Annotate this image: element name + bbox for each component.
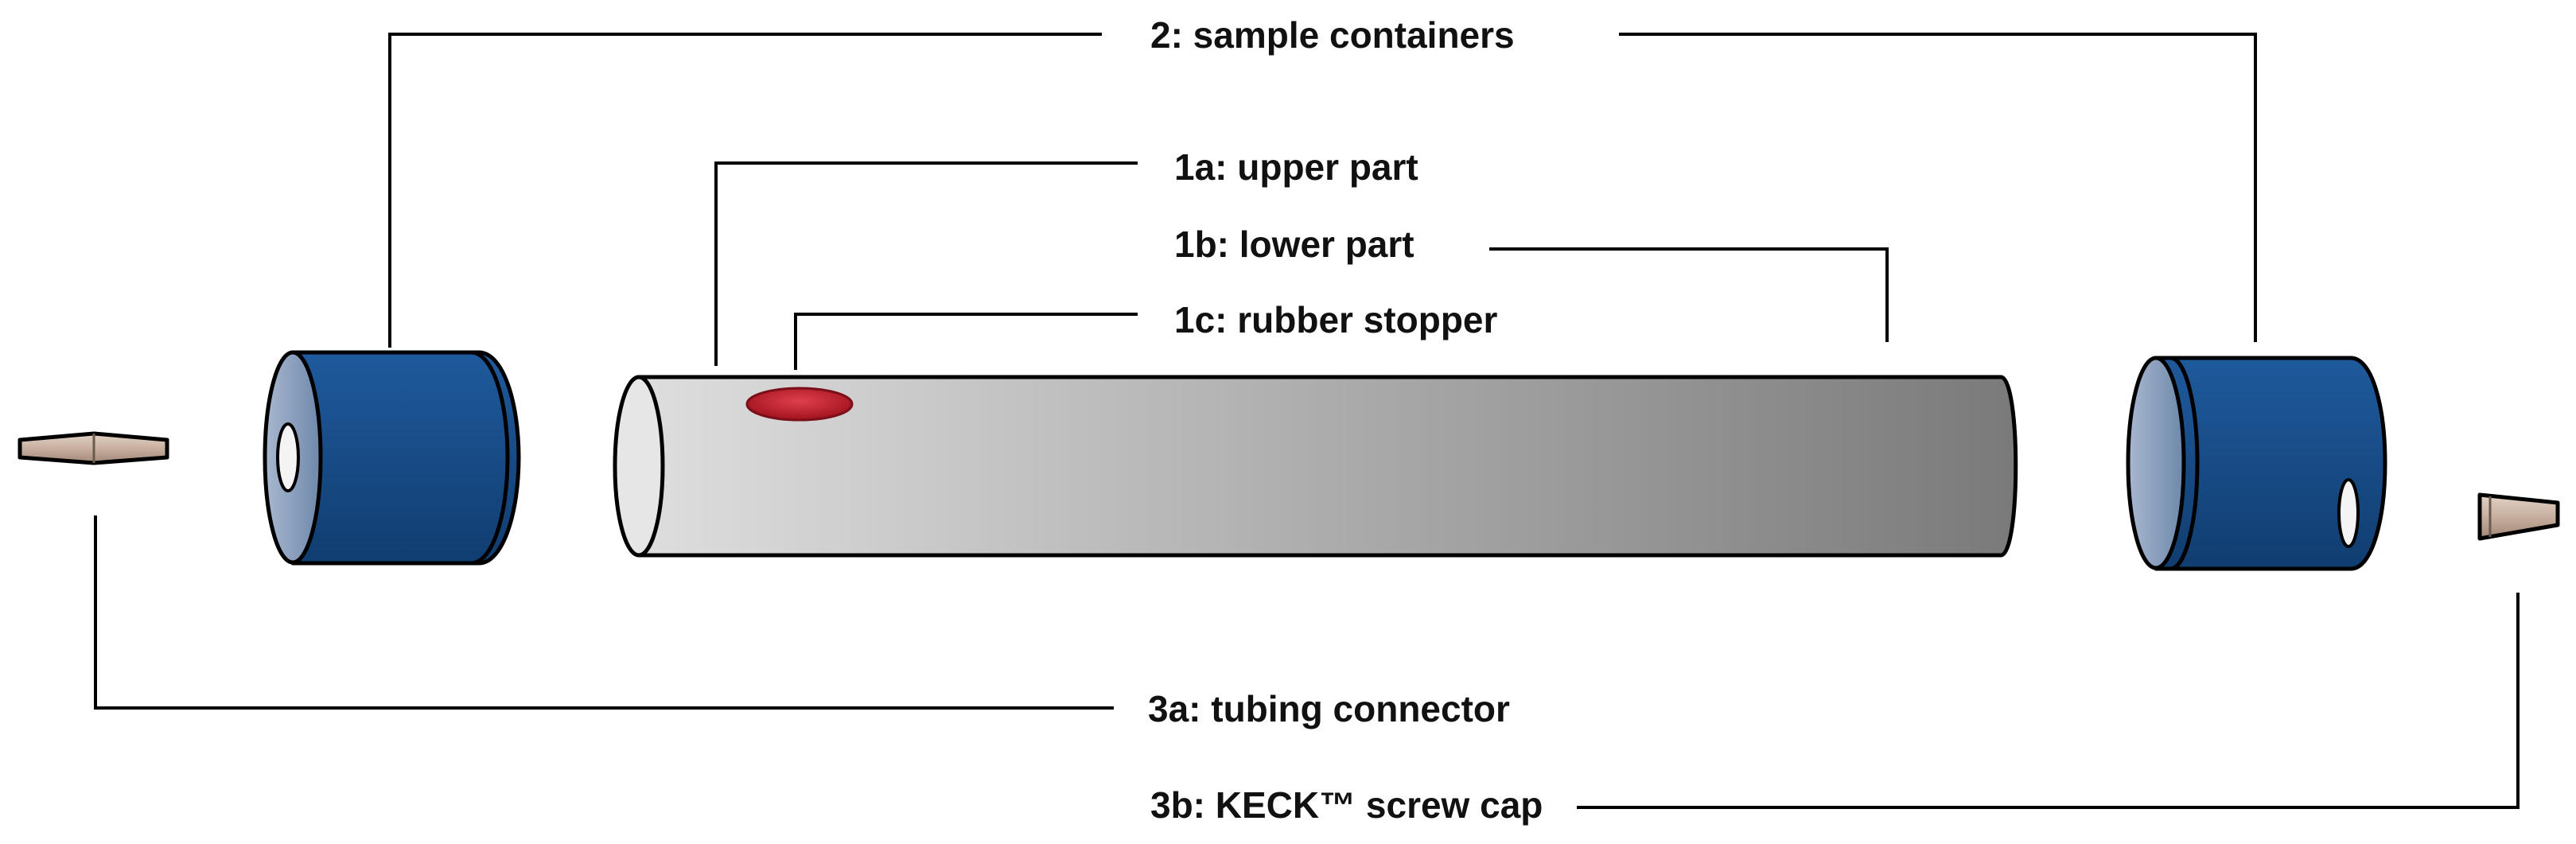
rubber-stopper-illustration <box>745 387 854 422</box>
sample-container-left-illustration <box>263 350 521 566</box>
tubing-connector-illustration <box>18 431 169 465</box>
leader-sample-container-left <box>388 33 1102 348</box>
leader-rubber-stopper <box>794 313 1138 370</box>
leader-tubing-connector <box>94 515 1114 710</box>
label-sample-containers: 2: sample containers <box>1150 14 1515 56</box>
leader-upper-part <box>714 161 1138 366</box>
label-tubing-connector: 3a: tubing connector <box>1148 688 1510 729</box>
screw-cap-illustration <box>2477 492 2560 541</box>
label-rubber-stopper: 1c: rubber stopper <box>1174 299 1498 340</box>
label-screw-cap: 3b: KECK™ screw cap <box>1150 784 1543 826</box>
leader-screw-cap <box>1577 593 2520 809</box>
sample-container-right-illustration <box>2126 356 2387 571</box>
label-upper-part: 1a: upper part <box>1174 146 1418 188</box>
leader-lower-part <box>1489 247 1889 342</box>
leader-sample-container-right <box>1619 33 2257 342</box>
column-tube-illustration <box>613 375 2018 558</box>
label-lower-part: 1b: lower part <box>1174 224 1414 265</box>
